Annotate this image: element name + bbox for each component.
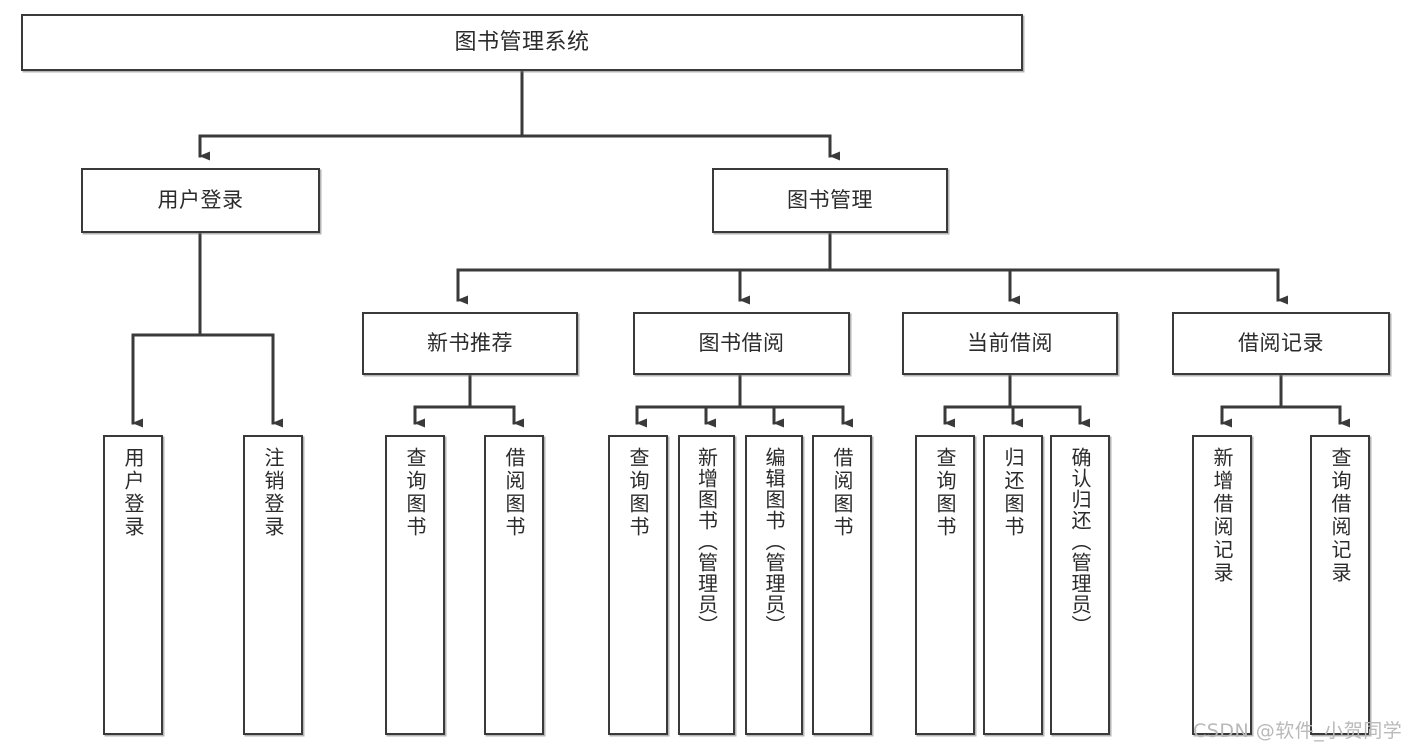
node-leaf-query-book-borrow[interactable]: 查询图书 [608,435,668,735]
node-leaf-query-book-rec[interactable]: 查询图书 [385,435,445,735]
node-leaf-user-login[interactable]: 用户登录 [103,435,163,735]
node-leaf-add-book[interactable]: 新增图书（管理员） [678,435,735,735]
node-leaf-edit-book[interactable]: 编辑图书（管理员） [745,435,803,735]
node-borrow-record[interactable]: 借阅记录 [1172,312,1390,375]
node-label: 当前借阅 [967,331,1053,356]
node-label: 图书管理 [787,188,873,213]
node-leaf-borrow-book-rec[interactable]: 借阅图书 [484,435,544,735]
node-label: 图书借阅 [698,331,785,356]
node-label: 借阅图书 [830,447,854,539]
node-leaf-add-record[interactable]: 新增借阅记录 [1192,435,1252,735]
node-leaf-borrow-book[interactable]: 借阅图书 [812,435,872,735]
node-current-borrow[interactable]: 当前借阅 [902,312,1118,375]
node-new-book-rec[interactable]: 新书推荐 [362,312,578,375]
node-root-system[interactable]: 图书管理系统 [21,14,1023,71]
node-leaf-return-book[interactable]: 归还图书 [983,435,1043,735]
node-label: 查询图书 [626,447,650,539]
node-label: 新增借阅记录 [1210,447,1234,585]
node-label: 查询图书 [933,447,957,539]
node-label: 新书推荐 [427,331,513,356]
node-label: 用户登录 [157,188,244,213]
node-leaf-confirm-return[interactable]: 确认归还（管理员） [1050,435,1110,735]
node-leaf-user-logout[interactable]: 注销登录 [243,435,303,735]
node-label: 查询图书 [403,447,427,539]
node-label: 确认归还（管理员） [1068,447,1092,636]
node-label: 图书管理系统 [454,29,590,55]
node-label: 归还图书 [1001,447,1025,539]
node-label: 新增图书（管理员） [694,447,719,636]
node-label: 查询借阅记录 [1328,447,1352,585]
node-label: 借阅图书 [502,447,526,539]
node-leaf-query-book-current[interactable]: 查询图书 [915,435,975,735]
node-label: 借阅记录 [1238,331,1324,356]
node-user-login[interactable]: 用户登录 [81,168,320,233]
node-book-borrow[interactable]: 图书借阅 [633,312,850,375]
node-book-manage[interactable]: 图书管理 [712,168,948,233]
node-label: 用户登录 [121,447,145,539]
node-label: 注销登录 [261,447,285,539]
node-label: 编辑图书（管理员） [762,447,786,636]
node-leaf-query-record[interactable]: 查询借阅记录 [1310,435,1370,735]
watermark: CSDN @软件_小贺同学 [1193,720,1403,742]
